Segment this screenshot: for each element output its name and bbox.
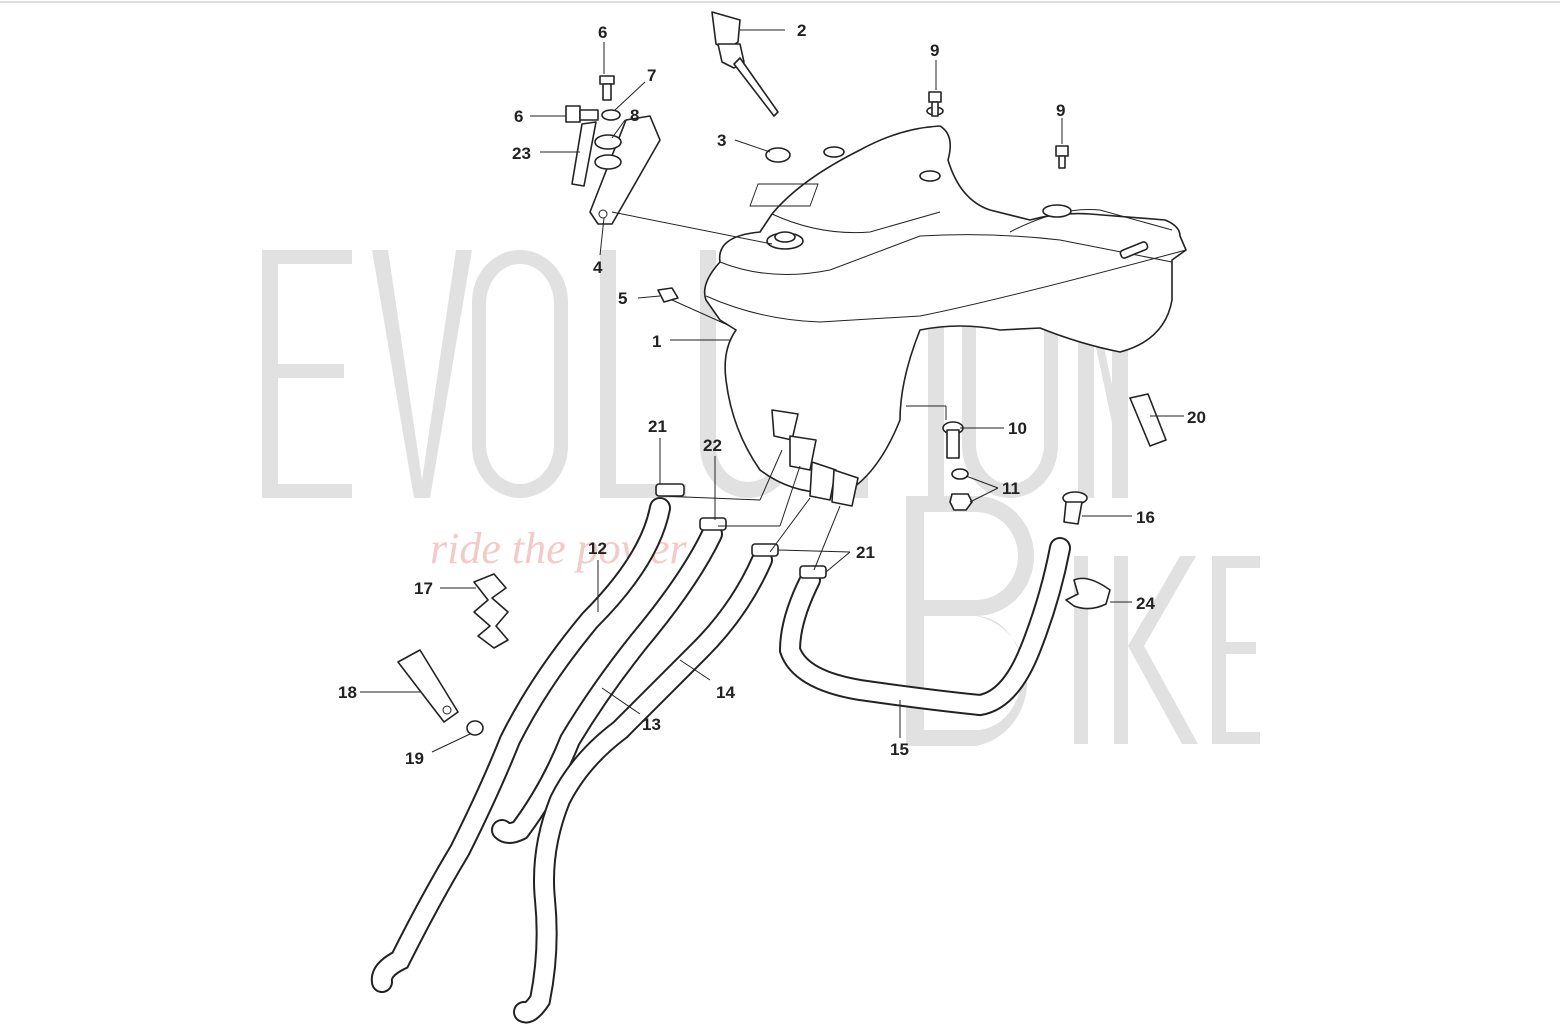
callout-18: 18 (338, 683, 357, 702)
strap-part-18 (397, 649, 459, 723)
o-ring-part-3 (765, 147, 791, 163)
hose-clamp-part-24 (1065, 577, 1111, 610)
callout-22: 22 (703, 436, 722, 455)
grommet-part-8 (594, 134, 622, 170)
bolt-part-6-top (599, 75, 615, 101)
callout-12: 12 (588, 539, 607, 558)
callout-15: 15 (890, 740, 909, 759)
callout-1: 1 (652, 332, 661, 351)
bolt-part-6-left (565, 105, 599, 123)
label-part-20 (1129, 393, 1167, 447)
callout-21-left: 21 (648, 417, 667, 436)
hose-part-12 (370, 483, 685, 993)
callout-6-left: 6 (514, 107, 523, 126)
hose-clip-part-17 (473, 573, 509, 649)
callout-11: 11 (1002, 479, 1020, 498)
bracket-part-23 (571, 121, 597, 187)
callout-13: 13 (642, 715, 661, 734)
callout-9-right: 9 (1056, 101, 1065, 120)
callout-4: 4 (593, 258, 603, 277)
leader-lines (360, 29, 1184, 753)
bolt-part-10 (942, 421, 964, 459)
callout-9-left: 9 (930, 41, 939, 60)
callout-5: 5 (618, 289, 627, 308)
callout-23: 23 (512, 144, 531, 163)
grommet-part-19 (466, 720, 484, 736)
callout-19: 19 (405, 749, 424, 768)
callout-labels: 1 2 3 4 5 6 6 7 8 9 9 10 11 12 13 14 15 … (338, 21, 1206, 768)
callout-3: 3 (717, 131, 726, 150)
callout-8: 8 (630, 106, 639, 125)
hose-part-14 (513, 543, 779, 1024)
callout-2: 2 (797, 21, 806, 40)
clip-part-5 (657, 287, 679, 303)
nut-washer-part-11 (949, 468, 973, 511)
callout-24: 24 (1136, 594, 1155, 613)
callout-20: 20 (1187, 408, 1206, 427)
dipstick-part-2 (711, 11, 779, 117)
tank-outlet-fittings (771, 409, 859, 507)
elbow-fitting-part-16 (1062, 491, 1088, 525)
hose-part-15 (778, 537, 1071, 717)
bracket-part-4 (589, 115, 661, 225)
callout-21-right: 21 (856, 543, 875, 562)
callout-6-top: 6 (598, 23, 607, 42)
callout-14: 14 (716, 683, 735, 702)
callout-10: 10 (1008, 419, 1027, 438)
hose-part-13 (491, 517, 727, 844)
callout-16: 16 (1136, 508, 1155, 527)
oil-tank-part-1 (703, 106, 1187, 494)
washer-part-7 (601, 109, 621, 121)
callout-17: 17 (414, 579, 433, 598)
screw-part-9-left (928, 91, 942, 117)
callout-7: 7 (647, 66, 656, 85)
screw-part-9-right (1055, 145, 1069, 169)
